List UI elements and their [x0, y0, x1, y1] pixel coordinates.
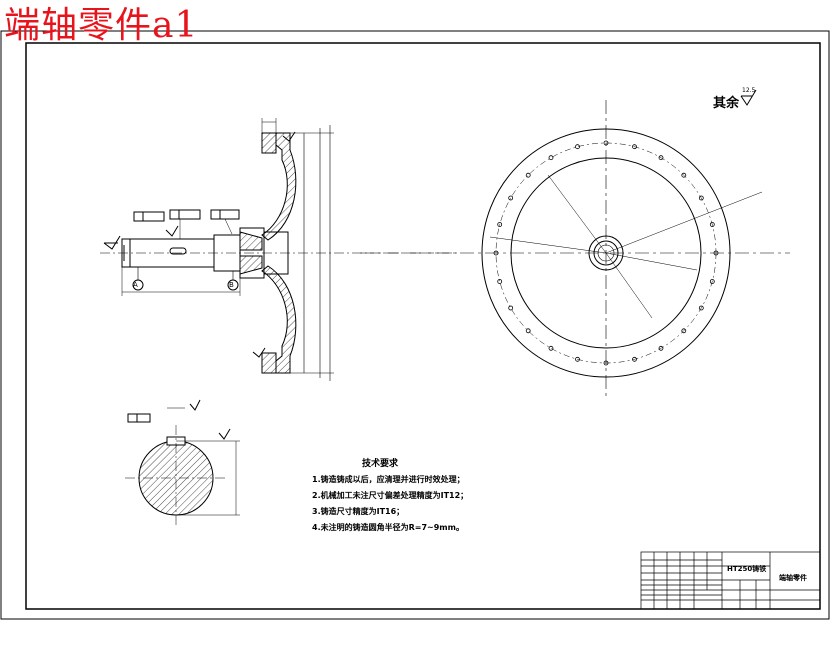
bolt-hole — [548, 155, 554, 161]
watermark-title: 端轴零件a1 — [4, 5, 199, 46]
bolt-hole — [681, 328, 687, 334]
bolt-hole — [658, 345, 664, 351]
roughness-value: 12.5 — [742, 87, 756, 94]
bolt-hole — [698, 305, 704, 311]
bolt-hole — [709, 222, 715, 227]
section-view — [100, 118, 460, 381]
bolt-hole — [525, 328, 531, 334]
datum-a-label: A — [133, 281, 138, 289]
tech-requirements-list: 1.铸造铸成以后，应清理并进行时效处理； 2.机械加工未注尺寸偏差处理精度为IT… — [312, 472, 468, 536]
part-name-label: 端轴零件 — [779, 574, 807, 582]
bolt-hole — [698, 195, 704, 201]
bolt-hole — [658, 155, 664, 161]
front-view — [360, 100, 790, 400]
inner-frame — [25, 42, 821, 610]
bolt-hole — [603, 140, 609, 146]
bolt-hole — [603, 360, 609, 366]
bolt-hole — [632, 356, 637, 362]
bolt-hole — [632, 144, 637, 150]
roughness-symbol — [740, 89, 757, 106]
tech-item: 2.机械加工未注尺寸偏差处理精度为IT12； — [312, 491, 469, 500]
bolt-hole — [493, 250, 499, 256]
keyway-section — [125, 399, 240, 525]
bolt-hole — [548, 345, 554, 351]
outer-frame — [0, 30, 830, 620]
title-block — [640, 551, 821, 610]
tech-requirements-title: 技术要求 — [362, 459, 399, 469]
datum-b-label: B — [229, 281, 234, 289]
bolt-hole — [508, 195, 514, 201]
bolt-hole — [525, 172, 531, 178]
material-label: HT250铸铁 — [727, 565, 767, 573]
tech-item: 1.铸造铸成以后，应清理并进行时效处理； — [312, 475, 465, 484]
bolt-hole — [508, 305, 514, 311]
bolt-hole — [575, 356, 580, 362]
tech-item: 3.铸造尺寸精度为IT16； — [312, 507, 405, 516]
bolt-hole — [497, 222, 503, 227]
bolt-hole — [497, 279, 503, 284]
bolt-hole — [709, 279, 715, 284]
bolt-holes — [493, 140, 719, 366]
bolt-hole — [681, 172, 687, 178]
bolt-hole — [575, 144, 580, 150]
other-surfaces-label: 其余 — [713, 96, 740, 111]
bolt-hole — [713, 250, 719, 256]
tech-item: 4.未注明的铸造圆角半径为R=7~9mm。 — [312, 523, 464, 532]
